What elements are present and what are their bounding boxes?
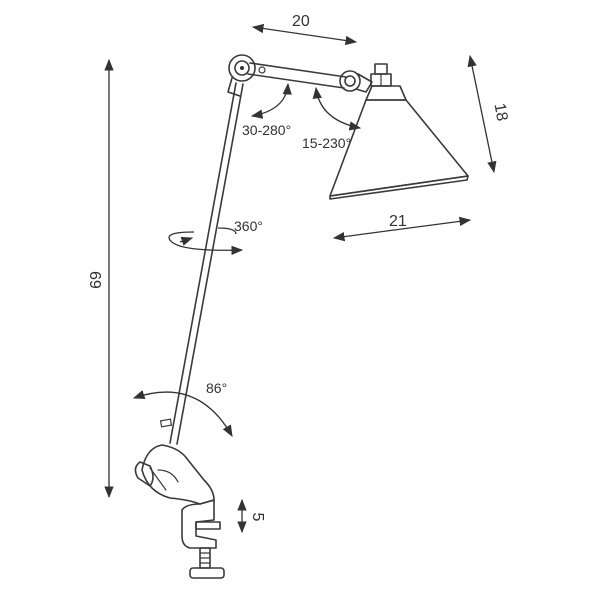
arm-length-label: 20 — [292, 13, 310, 30]
angle-rotation: 360° — [168, 218, 263, 256]
total-height-label: 69 — [88, 271, 105, 289]
angle-base-tilt: 86° — [132, 380, 233, 438]
base-tilt-label: 86° — [206, 380, 227, 396]
elbow-angle-label: 30-280° — [242, 122, 291, 138]
elbow-joint — [227, 54, 266, 97]
shade-height-label: 18 — [491, 102, 511, 123]
dimension-shade-width: 21 — [332, 213, 472, 242]
clamp-base — [134, 444, 225, 579]
dimension-shade-height: 18 — [467, 54, 511, 174]
lamp-illustration — [134, 54, 469, 579]
dimension-arm-length: 20 — [251, 13, 358, 46]
shade-width-label: 21 — [389, 213, 407, 230]
lamp-shade — [329, 63, 469, 200]
angle-elbow: 30-280° — [242, 82, 292, 138]
head-angle-label: 15-230° — [302, 135, 351, 151]
angle-head: 15-230° — [302, 86, 362, 151]
dimension-total-height: 69 — [88, 58, 114, 499]
dimension-clamp-opening: 5 — [237, 498, 266, 534]
rotation-angle-label: 360° — [234, 218, 263, 234]
lower-arm — [159, 82, 244, 445]
clamp-opening-label: 5 — [249, 513, 266, 522]
head-joint — [339, 70, 373, 93]
upper-arm — [247, 62, 347, 89]
